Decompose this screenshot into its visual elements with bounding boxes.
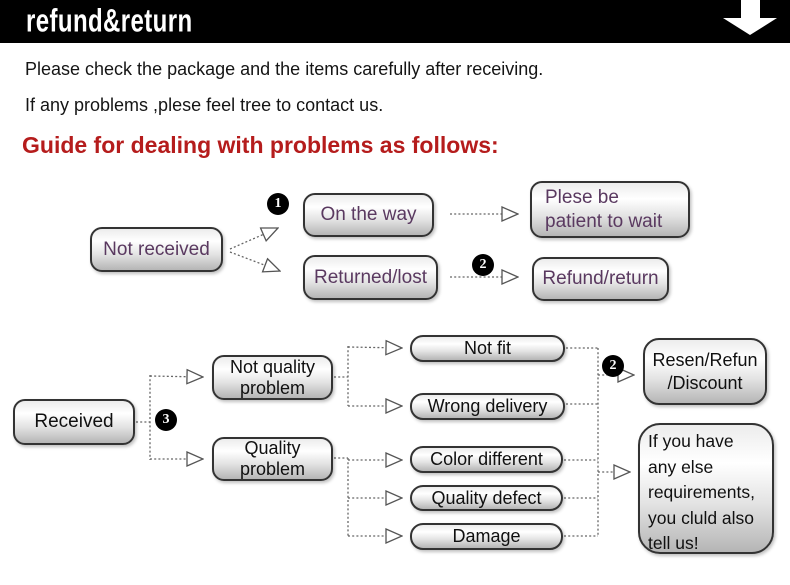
flow-box-quality-defect: Quality defect [410,485,563,511]
step-badge-2-received: 2 [602,355,624,377]
intro-line-2: If any problems ,plese feel tree to cont… [25,95,384,115]
flow-box-wrong-delivery: Wrong delivery [410,393,565,420]
flow-box-on-the-way: On the way [303,193,434,237]
flow-box-received: Received [13,399,135,445]
flow-box-not-received: Not received [90,227,223,272]
flow-box-not-quality-problem: Not quality problem [212,355,333,400]
step-badge-1: 1 [267,193,289,215]
flow-box-damage: Damage [410,523,563,550]
flow-box-not-fit: Not fit [410,335,565,362]
flow-box-resend-refund-discount: Resen/Refun /Discount [643,338,767,405]
step-badge-3: 3 [155,409,177,431]
intro-line-1: Please check the package and the items c… [25,59,544,79]
flow-box-please-be-patient: Plese be patient to wait [530,181,690,238]
flow-box-returned-lost: Returned/lost [303,255,438,300]
down-arrow-icon [723,0,777,35]
banner: refund&return [0,0,790,43]
banner-title: refund&return [26,3,193,40]
flow-box-refund-return: Refund/return [532,257,669,301]
flow-box-color-different: Color different [410,446,563,473]
guide-heading: Guide for dealing with problems as follo… [22,132,499,158]
flow-box-other-requirements-note: If you have any else requirements, you c… [638,423,774,554]
flow-box-quality-problem: Quality problem [212,437,333,481]
step-badge-2: 2 [472,254,494,276]
